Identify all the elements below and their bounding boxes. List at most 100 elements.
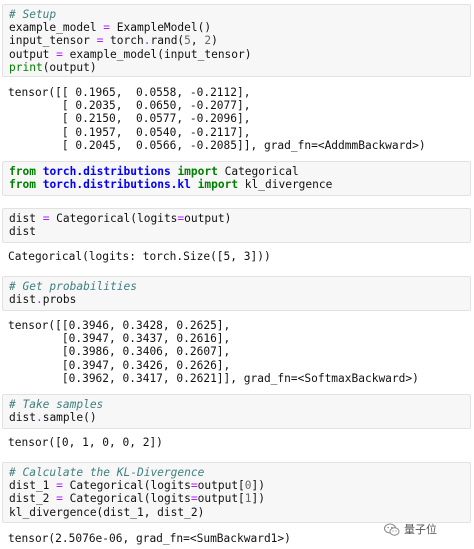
- output-line: [ 0.2045, 0.0566, -0.2085]], grad_fn=<Ad…: [8, 138, 426, 152]
- code-token: .: [35, 411, 43, 425]
- output-line: tensor([[ 0.1965, 0.0558, -0.2112],: [8, 86, 251, 99]
- code-line: # Setup: [9, 8, 464, 21]
- code-token: (output): [42, 60, 97, 74]
- code-token: .: [35, 293, 43, 307]
- code-cell-dist[interactable]: dist = Categorical(logits=output) dist: [2, 208, 471, 243]
- code-line: output = example_model(input_tensor): [9, 48, 464, 61]
- cell-output-tensor: tensor([[ 0.1965, 0.0558, -0.2112], [ 0.…: [8, 86, 468, 152]
- code-token: from: [9, 165, 36, 178]
- cell-output-kl: tensor(2.5076e-06, grad_fn=<SumBackward1…: [8, 532, 468, 545]
- code-cell-samples[interactable]: # Take samples dist.sample(): [2, 394, 471, 429]
- code-token: 0: [244, 479, 252, 493]
- code-token: dist: [9, 293, 36, 307]
- code-token: 2: [204, 34, 212, 48]
- code-token: torch.distributions.kl: [42, 178, 191, 192]
- wechat-icon: [384, 523, 400, 537]
- watermark: 量子位: [384, 522, 437, 538]
- code-line: dist: [9, 225, 464, 238]
- code-token: input_tensor: [9, 34, 97, 48]
- code-cell-setup[interactable]: # Setup example_model = ExampleModel() i…: [2, 4, 471, 77]
- code-token: probs: [42, 293, 77, 307]
- code-token: output[: [197, 479, 245, 493]
- output-line: tensor([[0.3946, 0.3428, 0.2625],: [8, 319, 231, 332]
- output-line: [0.3986, 0.3406, 0.2607],: [8, 345, 231, 359]
- watermark-text: 量子位: [404, 523, 437, 537]
- code-token: sample(): [42, 411, 97, 425]
- code-token: ): [211, 34, 218, 48]
- output-line: [ 0.2035, 0.0650, -0.2077],: [8, 99, 251, 113]
- code-token: ,: [190, 34, 205, 48]
- code-line: kl_divergence(dist_1, dist_2): [9, 506, 464, 519]
- code-token: .: [143, 34, 151, 48]
- code-line: dist.sample(): [9, 411, 464, 424]
- code-token: =: [103, 21, 111, 35]
- code-line: from torch.distributions import Categori…: [9, 165, 464, 178]
- code-token: ]): [251, 492, 266, 506]
- code-token: =: [190, 492, 198, 506]
- code-token: dist_1: [9, 479, 57, 493]
- code-line: print(output): [9, 61, 464, 74]
- code-token: Categorical(logits: [62, 492, 191, 506]
- code-line: example_model = ExampleModel(): [9, 21, 464, 34]
- code-token: # Take samples: [9, 398, 104, 411]
- code-token: print: [9, 60, 43, 74]
- code-line: # Calculate the KL-Divergence: [9, 466, 464, 479]
- code-token: =: [42, 212, 50, 225]
- code-cell-probabilities[interactable]: # Get probabilities dist.probs: [2, 276, 471, 311]
- code-token: torch.distributions: [42, 165, 171, 178]
- code-cell-imports[interactable]: from torch.distributions import Categori…: [2, 161, 471, 196]
- code-token: =: [177, 212, 185, 225]
- code-token: 5: [184, 34, 191, 48]
- output-line: tensor(2.5076e-06, grad_fn=<SumBackward1…: [8, 532, 291, 545]
- code-token: ]): [251, 479, 266, 493]
- output-line: [ 0.2150, 0.0577, -0.2096],: [8, 112, 251, 126]
- code-token: =: [56, 479, 63, 493]
- code-line: dist = Categorical(logits=output): [9, 212, 464, 225]
- code-token: rand(: [150, 34, 185, 48]
- code-token: dist: [9, 411, 36, 425]
- code-line: dist_2 = Categorical(logits=output[1]): [9, 492, 464, 505]
- code-token: kl_divergence: [238, 178, 333, 192]
- code-token: torch: [103, 34, 144, 48]
- code-token: # Get probabilities: [9, 280, 137, 293]
- code-token: =: [56, 47, 63, 61]
- code-token: Categorical(logits: [49, 212, 178, 225]
- code-line: from torch.distributions.kl import kl_di…: [9, 178, 464, 191]
- cell-output-samples: tensor([0, 1, 0, 0, 2]): [8, 436, 468, 449]
- output-line: [0.3947, 0.3426, 0.2626],: [8, 358, 231, 372]
- code-token: output): [184, 212, 232, 225]
- code-token: example_model: [9, 21, 104, 35]
- code-line: # Take samples: [9, 398, 464, 411]
- code-token: =: [96, 34, 104, 48]
- code-token: =: [190, 479, 198, 493]
- code-line: dist.probs: [9, 293, 464, 306]
- code-token: Categorical(logits: [62, 479, 191, 493]
- cell-output-categorical: Categorical(logits: torch.Size([5, 3])): [8, 250, 468, 263]
- output-line: tensor([0, 1, 0, 0, 2]): [8, 436, 163, 449]
- code-cell-kl-divergence[interactable]: # Calculate the KL-Divergence dist_1 = C…: [2, 462, 471, 523]
- code-token: # Setup: [9, 8, 57, 21]
- code-token: [36, 178, 43, 191]
- code-token: # Calculate the KL-Divergence: [9, 466, 205, 479]
- code-token: [36, 165, 43, 178]
- code-token: ExampleModel(): [110, 21, 212, 35]
- code-token: 1: [244, 492, 252, 506]
- output-line: [0.3962, 0.3417, 0.2621]], grad_fn=<Soft…: [8, 371, 419, 385]
- output-line: [0.3947, 0.3437, 0.2616],: [8, 332, 231, 346]
- code-token: Categorical: [217, 165, 299, 178]
- code-line: # Get probabilities: [9, 280, 464, 293]
- code-token: dist: [9, 225, 36, 239]
- code-token: kl_divergence(dist_1, dist_2): [9, 505, 205, 519]
- code-token: [191, 178, 198, 191]
- output-line: [ 0.1957, 0.0540, -0.2117],: [8, 125, 251, 139]
- code-token: output[: [197, 492, 245, 506]
- cell-output-probs: tensor([[0.3946, 0.3428, 0.2625], [0.394…: [8, 319, 468, 385]
- code-token: dist_2: [9, 492, 57, 506]
- output-line: Categorical(logits: torch.Size([5, 3])): [8, 250, 271, 263]
- code-token: =: [56, 492, 63, 506]
- code-token: import: [197, 178, 239, 192]
- code-token: dist: [9, 212, 43, 225]
- code-token: import: [177, 165, 218, 178]
- code-token: example_model(input_tensor): [62, 47, 252, 61]
- code-token: from: [9, 178, 36, 192]
